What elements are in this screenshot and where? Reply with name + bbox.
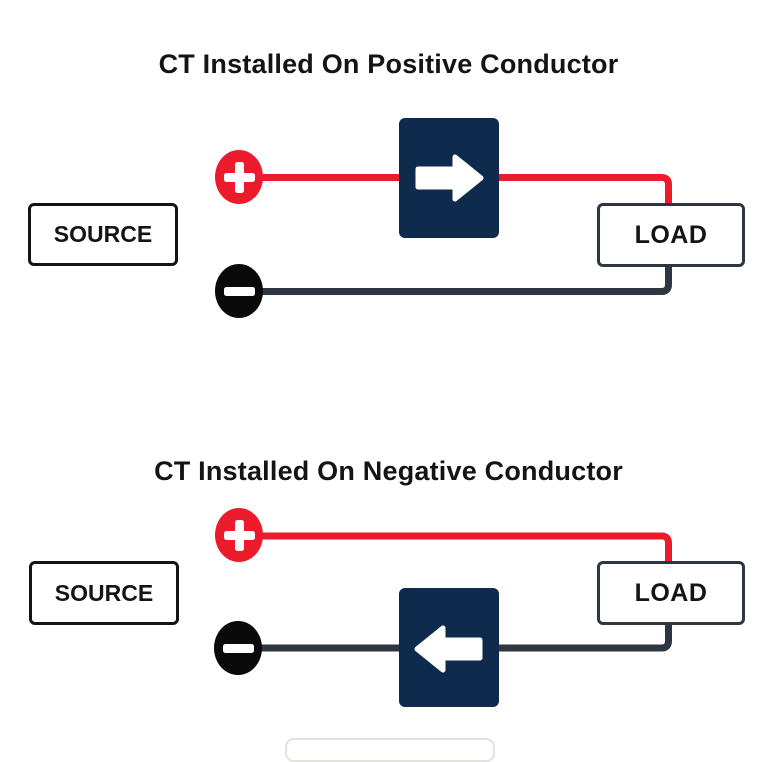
positive-terminal-icon	[215, 508, 263, 562]
diagram-title-negative: CT Installed On Negative Conductor	[154, 456, 623, 486]
positive-conductor-wire-top	[255, 174, 672, 205]
load-label: LOAD	[634, 220, 708, 249]
source-box: SOURCE	[29, 561, 179, 625]
circuit-diagram-canvas: CT Installed On Positive Conductor SOURC…	[28, 49, 745, 762]
ct-sensor-block-negative	[399, 588, 499, 707]
positive-terminal-icon	[215, 150, 263, 204]
load-box: LOAD	[597, 561, 745, 625]
source-label: SOURCE	[53, 221, 153, 247]
ct-arrow-right-icon	[415, 154, 484, 202]
diagram-title-positive: CT Installed On Positive Conductor	[158, 49, 619, 79]
ct-arrow-left-icon	[414, 625, 483, 673]
ct-sensor-block-positive	[399, 118, 499, 238]
positive-conductor-wire-bottom	[255, 532, 672, 563]
load-label: LOAD	[634, 578, 708, 607]
load-box: LOAD	[597, 203, 745, 267]
negative-terminal-icon	[214, 621, 262, 675]
wire-layer	[255, 174, 672, 652]
source-box: SOURCE	[28, 203, 178, 266]
negative-conductor-wire-bottom	[255, 623, 672, 652]
source-label: SOURCE	[54, 579, 154, 606]
negative-terminal-icon	[215, 264, 263, 318]
negative-conductor-wire-top	[255, 265, 672, 295]
